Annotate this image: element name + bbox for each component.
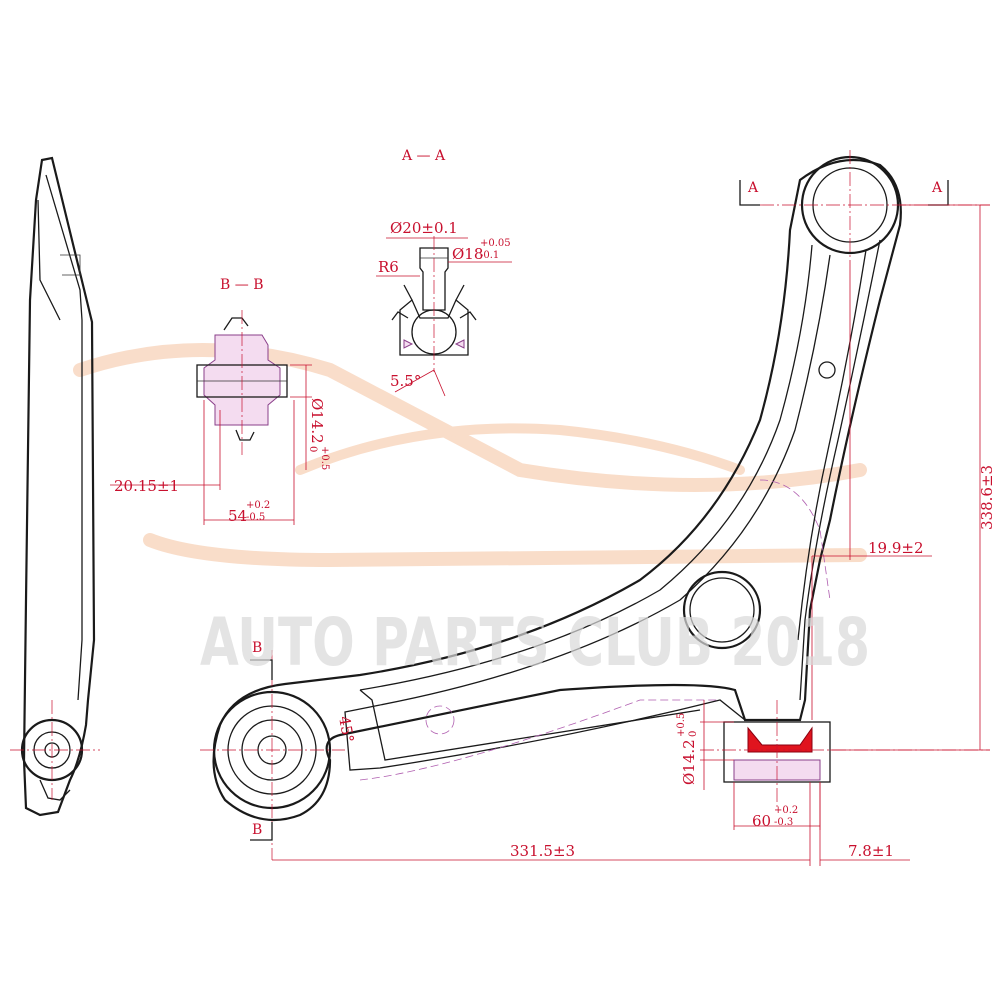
section-b-mark-bottom: B (252, 822, 262, 838)
rear-bushing-length-tol-lower: -0.3 (774, 817, 793, 828)
section-b-mark-top: B (252, 640, 262, 656)
rear-offset-dim: 19.9±2 (868, 539, 924, 557)
rear-bushing-length-dim: 60 (752, 812, 771, 830)
section-a-mark-left: A (747, 180, 759, 196)
section-marks: A A B B (250, 180, 949, 841)
main-view: 45° (200, 150, 990, 860)
bushing-b-bore-tol-lower: 0 (307, 446, 318, 452)
ball-joint-angle-dim: 5.5° (390, 372, 421, 390)
side-view (10, 156, 100, 817)
ball-stud-diameter-dim: Ø20±0.1 (390, 219, 458, 237)
rear-bushing-bore-dim: Ø14.2 (680, 739, 698, 785)
ball-stud-neck-tol-upper: +0.05 (480, 238, 511, 249)
section-aa: A — A Ø20±0.1 R6 Ø18 +0.05 -0.1 5.5° (376, 148, 512, 397)
ball-stud-radius-dim: R6 (378, 258, 399, 276)
watermark-text: AUTO PARTS CLUB 2018 (200, 604, 870, 681)
watermark-car-logo (73, 343, 867, 568)
section-bb-title: B — B (220, 277, 263, 293)
bushing-b-length-tol-upper: +0.2 (246, 500, 270, 511)
section-aa-title: A — A (401, 148, 446, 164)
bushing-b-bore-tol-upper: +0.5 (319, 446, 330, 470)
main-dimensions: 338.6±3 19.9±2 331.5±3 7.8±1 60 +0.2 -0.… (272, 204, 996, 866)
rear-bushing-insert (747, 726, 813, 753)
bushing-b-length-tol-lower: -0.5 (246, 512, 265, 523)
arm-length-dim: 331.5±3 (510, 842, 575, 860)
end-offset-dim: 7.8±1 (848, 842, 894, 860)
bushing-b-bore-dim: Ø14.2 (308, 398, 326, 444)
rear-bushing-length-tol-upper: +0.2 (774, 805, 798, 816)
section-a-mark-right: A (931, 180, 943, 196)
angle-45-dim: 45° (335, 715, 357, 744)
ball-stud-neck-dim: Ø18 (452, 245, 483, 263)
arm-height-dim: 338.6±3 (978, 465, 996, 530)
bushing-b-length-dim: 54 (228, 507, 247, 525)
rear-bushing-bore-tol-lower: 0 (688, 731, 699, 737)
bushing-b-offset-dim: 20.15±1 (114, 477, 179, 495)
ball-stud-neck-tol-lower: -0.1 (480, 250, 499, 261)
section-bb: B — B 20.15±1 54 +0.2 -0.5 Ø14.2 +0.5 0 (110, 277, 330, 525)
rear-bushing-bore-tol-upper: +0.5 (676, 713, 687, 737)
